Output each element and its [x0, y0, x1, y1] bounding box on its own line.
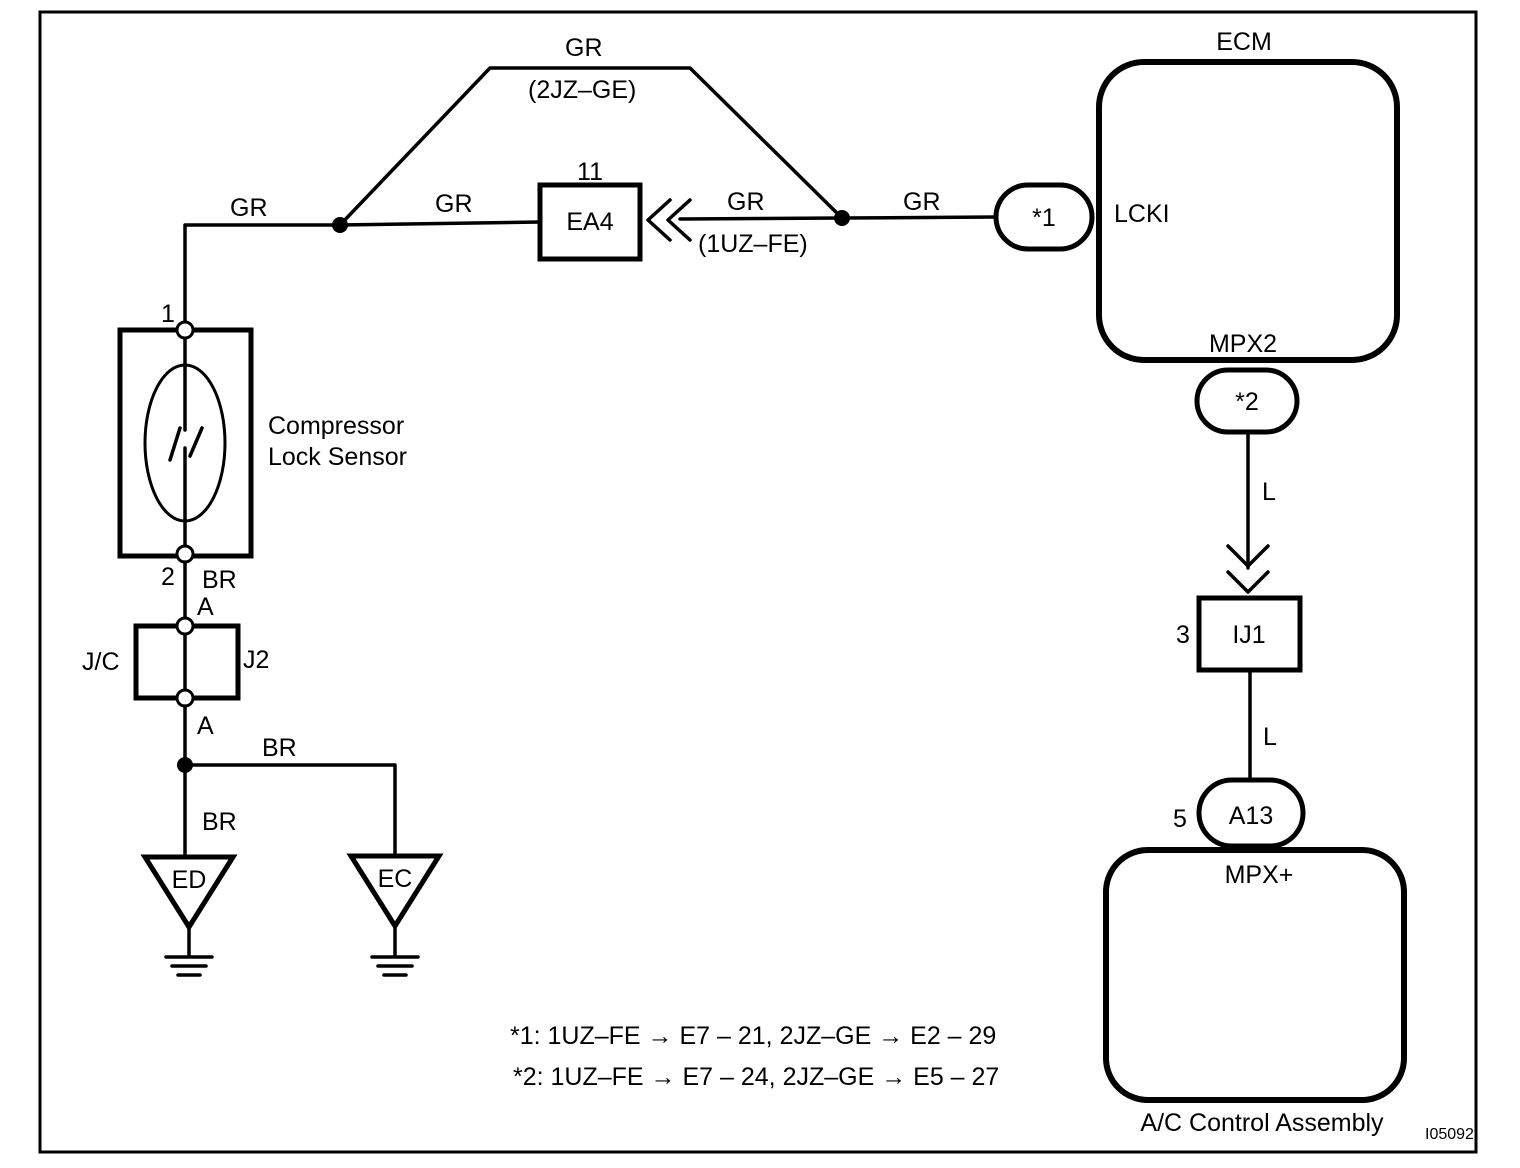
compressor-lock-sensor: 1 2 Compressor Lock Sensor — [117, 300, 407, 591]
connector-star1-label: *1 — [1032, 204, 1056, 232]
diagram-frame — [38, 10, 1478, 1154]
wire-label-l-upper: L — [1262, 478, 1276, 506]
connector-ea4-pin: 11 — [577, 158, 603, 186]
sensor-pin-2 — [175, 544, 195, 564]
junction-pin-a-top: A — [197, 593, 214, 621]
l-wiring: L L — [1226, 430, 1277, 780]
gr-wire-splice-to-ea4 — [338, 220, 542, 227]
ecm-box — [1096, 59, 1400, 363]
wire-label-gr-right: GR — [903, 188, 941, 216]
sensor-name-line-1: Compressor — [268, 412, 404, 440]
connector-chevron-ea4 — [646, 198, 692, 242]
footnotes: *1: 1UZ–FE → E7 – 21, 2JZ–GE → E2 – 29 *… — [510, 1022, 999, 1091]
ground-ec-label: EC — [378, 865, 413, 893]
sensor-pin-1-label: 1 — [161, 300, 175, 328]
connector-ij1: IJ1 3 — [1176, 595, 1303, 673]
wire-label-1uz-fe: (1UZ–FE) — [698, 230, 808, 258]
wire-label-gr-middle: GR — [435, 190, 473, 218]
junction-pin-a-bottom: A — [197, 712, 214, 740]
ground-ed-triangle — [140, 854, 238, 932]
ac-control-title: A/C Control Assembly — [1140, 1109, 1384, 1137]
ground-ec-triangle — [346, 853, 444, 931]
connector-a13-pill — [1196, 777, 1306, 849]
connector-a13-pin: 5 — [1173, 805, 1187, 833]
wire-label-gr-left: GR — [230, 194, 268, 222]
wire-label-2jz-ge: (2JZ–GE) — [528, 76, 636, 104]
ac-control-terminal-mpx-plus: MPX+ — [1225, 861, 1294, 889]
connector-star1-pill — [993, 182, 1095, 252]
gr-wire-1uz-route — [678, 216, 844, 221]
junction-label-j2: J2 — [243, 646, 269, 674]
gr-wire-sensor-to-splice — [183, 223, 342, 330]
footnote-2: *2: 1UZ–FE → E7 – 24, 2JZ–GE → E5 – 27 — [513, 1063, 999, 1091]
ecm-title: ECM — [1216, 28, 1272, 56]
footnote-1: *1: 1UZ–FE → E7 – 21, 2JZ–GE → E2 – 29 — [510, 1022, 996, 1050]
wire-label-gr-top: GR — [565, 34, 603, 62]
sensor-name-line-2: Lock Sensor — [268, 443, 407, 471]
connector-ij1-label: IJ1 — [1232, 621, 1265, 649]
sensor-pin-2-label: 2 — [161, 563, 175, 591]
junction-bracket — [133, 623, 241, 701]
junction-label-jc: J/C — [82, 648, 120, 676]
wire-label-l-lower: L — [1263, 723, 1277, 751]
wire-label-br-top: BR — [262, 734, 297, 762]
ground-ed-label: ED — [172, 866, 207, 894]
ecm: ECM LCKI MPX2 — [1096, 28, 1400, 363]
connector-ea4: EA4 11 — [537, 158, 643, 262]
wire-label-br-left: BR — [202, 808, 237, 836]
splice-dot-left — [332, 217, 348, 233]
connector-star2-label: *2 — [1235, 388, 1259, 416]
connector-ea4-box — [537, 182, 643, 262]
gr-wiring: GR GR GR (2JZ–GE) GR (1UZ–FE) GR — [183, 34, 998, 330]
connector-a13: A13 5 — [1173, 777, 1306, 849]
ecm-terminal-lcki: LCKI — [1114, 200, 1170, 228]
wire-label-br-sensor: BR — [202, 566, 237, 594]
ac-control-box — [1103, 847, 1407, 1103]
connector-star2: *2 — [1194, 367, 1300, 435]
splice-dot-right — [834, 210, 850, 226]
connector-chevron-ij1 — [1226, 544, 1270, 594]
connector-star1: *1 — [993, 182, 1095, 252]
connector-a13-label: A13 — [1229, 802, 1273, 830]
connector-ea4-label: EA4 — [566, 208, 613, 236]
ac-control-assembly: MPX+ A/C Control Assembly — [1103, 847, 1407, 1137]
junction-pin-bottom — [175, 688, 195, 708]
br-wire-to-ec — [183, 763, 397, 858]
ground-circuit: BR BR ED EC — [140, 704, 444, 977]
sensor-switch-blade-2 — [188, 426, 204, 458]
ecm-terminal-mpx2: MPX2 — [1209, 330, 1277, 358]
gr-wire-splice-to-ecm — [840, 215, 998, 220]
sensor-switch-blade-1 — [168, 426, 182, 462]
connector-ij1-box — [1196, 595, 1303, 673]
connector-ij1-pin: 3 — [1176, 621, 1190, 649]
gr-wire-2jz-route — [338, 66, 844, 227]
sensor-pin-1 — [175, 320, 195, 340]
junction-j2: BR A A J/C J2 — [82, 560, 269, 740]
junction-pin-top — [175, 616, 195, 636]
diagram-id-code: I05092 — [1425, 1126, 1474, 1143]
wire-label-gr-1uz: GR — [727, 188, 765, 216]
